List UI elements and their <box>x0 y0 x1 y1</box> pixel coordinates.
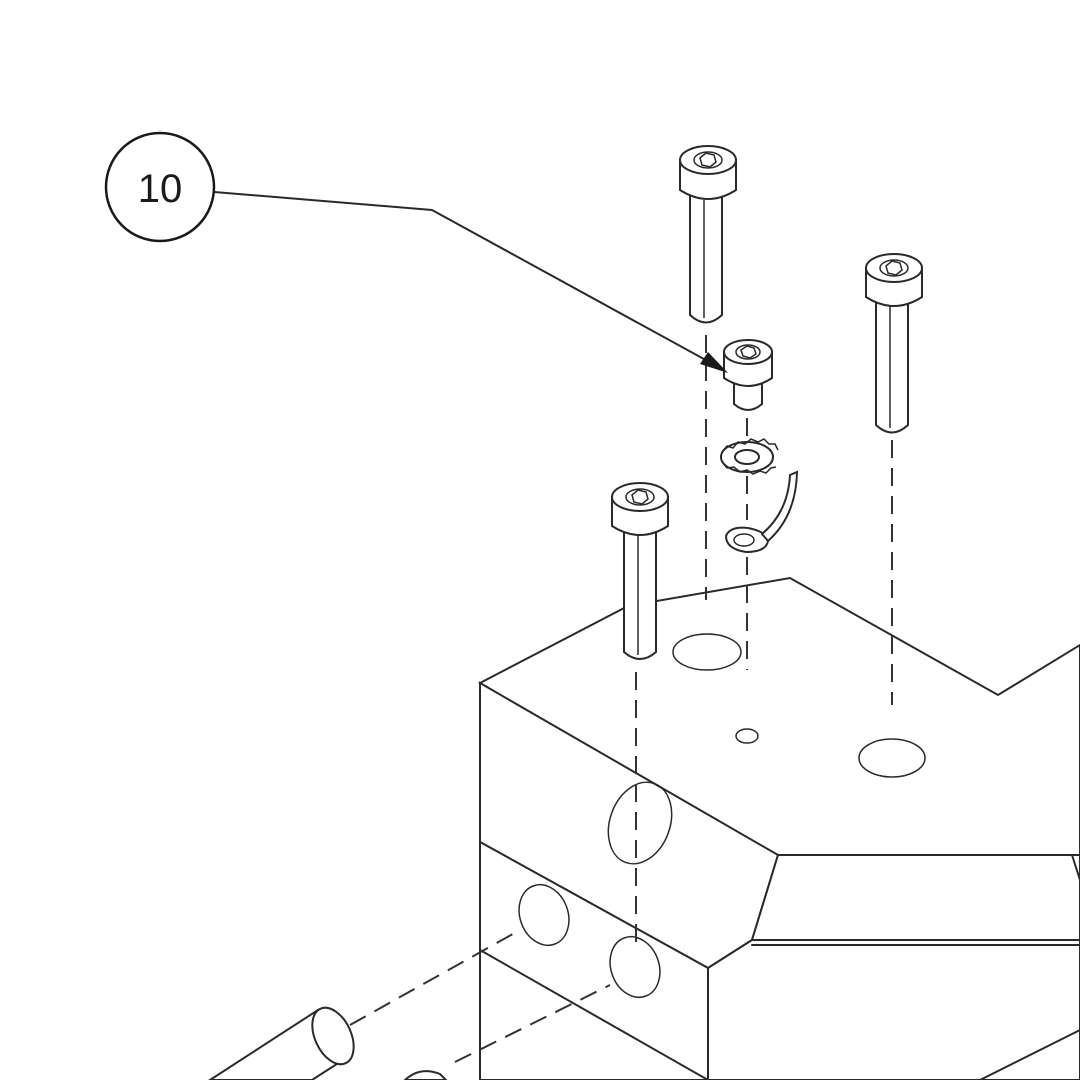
cap-screw-long-right <box>865 253 923 705</box>
ring-terminal <box>724 470 799 670</box>
callout-number: 10 <box>138 167 183 211</box>
block-right-face <box>750 854 1080 941</box>
cap-screw-short-item-10 <box>723 339 773 440</box>
block-right-lower-face <box>707 939 1080 1080</box>
top-hole-right <box>858 738 926 778</box>
callout-arrowhead <box>700 352 728 373</box>
front-hole-upper <box>607 781 673 865</box>
callout-10: 10 <box>104 131 728 373</box>
cap-screw-left <box>611 482 669 950</box>
top-hole-small <box>735 728 759 744</box>
dowel-pins <box>208 929 611 1080</box>
callout-balloon <box>104 131 216 243</box>
lock-washer <box>720 438 779 520</box>
front-hole-lower-right <box>609 935 661 999</box>
front-hole-lower-left <box>518 883 570 947</box>
callout-leader-line <box>213 191 714 365</box>
top-hole-left <box>672 633 742 671</box>
cap-screw-long-center <box>679 145 737 600</box>
